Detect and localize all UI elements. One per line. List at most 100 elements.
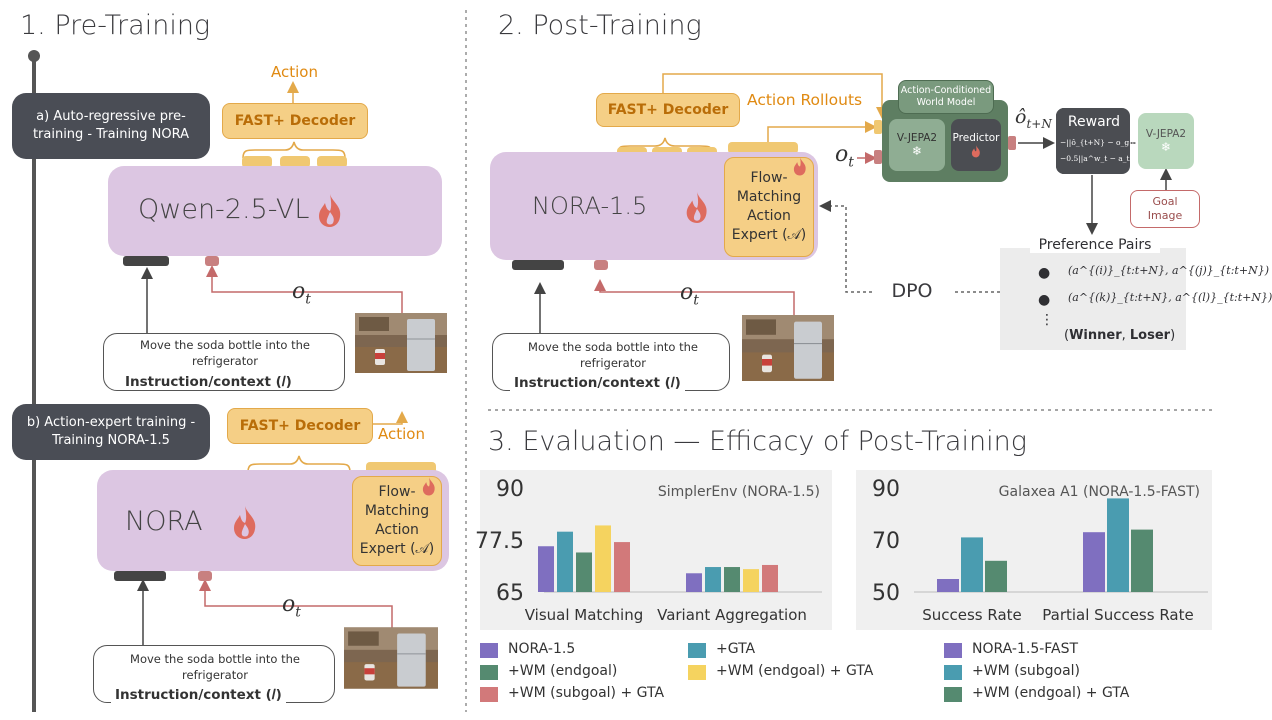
observation-image-a: [355, 313, 447, 373]
wm-action-port: [874, 120, 882, 134]
fire-icon-small: [793, 157, 806, 176]
expert-b: Flow-Matching Action Expert (𝒜): [352, 476, 442, 566]
predictor-box: Predictor: [951, 119, 1001, 171]
obs-a: ot: [292, 279, 311, 308]
fire-icon: [234, 506, 256, 539]
legend-swatch: [688, 643, 706, 658]
legend-label: +GTA: [716, 641, 756, 657]
stage-a-pill: a) Auto-regressive pre-training - Traini…: [12, 93, 210, 159]
preference-panel: [1000, 248, 1186, 350]
fire-icon-small: [422, 477, 435, 496]
token-a2: [280, 156, 310, 168]
pref-row-1: (a^{(i)}_{t:t+N}, a^{(j)}_{t:t+N}): [1068, 264, 1269, 277]
instruction-label-post: Instruction/context (𝐼): [510, 375, 685, 391]
observation-image-post: [742, 315, 834, 381]
vjepa-left-label: V-JEPA2: [896, 132, 938, 144]
connector-layer: [28, 10, 1212, 712]
fire-icon: [971, 145, 980, 158]
text-token-post: [512, 260, 564, 270]
section-title-pretraining: 1. Pre-Training: [20, 10, 211, 41]
obs-token-a: [205, 256, 219, 266]
predictor-label: Predictor: [952, 132, 1000, 144]
bar: [595, 525, 611, 592]
dpo-label: DPO: [872, 280, 952, 302]
legend-label: +WM (endgoal) + GTA: [972, 685, 1130, 701]
expert-b-label: Flow-Matching Action Expert (𝒜): [359, 484, 435, 557]
action-rollouts-label: Action Rollouts: [747, 91, 863, 109]
fast-decoder-b: FAST+ Decoder: [227, 408, 373, 444]
bar: [743, 569, 759, 592]
stage-b-label: b) Action-expert training - Training NOR…: [26, 415, 196, 448]
vjepa-right-label: V-JEPA2: [1145, 128, 1187, 140]
x-category-label: Partial Success Rate: [1042, 606, 1193, 624]
winner-loser: (Winner, Loser): [1064, 328, 1176, 343]
snowflake-icon: ❄: [1160, 140, 1172, 154]
fast-decoder-a: FAST+ Decoder: [222, 103, 368, 139]
action-b-label: Action: [378, 425, 425, 443]
legend-swatch: [480, 643, 498, 658]
stage-a-label: a) Auto-regressive pre-training - Traini…: [32, 109, 190, 142]
figure-root: 1. Pre-Training 2. Post-Training 3. Eval…: [12, 10, 1272, 712]
legend-swatch: [688, 665, 706, 680]
y-tick-label: 65: [496, 581, 524, 606]
reward-title: Reward: [1067, 114, 1121, 130]
bar: [961, 537, 983, 592]
loser-label: Loser: [1129, 328, 1171, 343]
legend-swatch: [944, 643, 962, 658]
pref-bullet-1: ●: [1038, 265, 1051, 281]
x-category-label: Visual Matching: [525, 606, 644, 624]
bar: [1131, 529, 1153, 592]
vjepa-left: V-JEPA2❄: [889, 119, 945, 171]
bar: [557, 531, 573, 592]
pref-bullet-2: ●: [1038, 292, 1051, 308]
fire-icon: [319, 194, 341, 227]
legend-swatch: [944, 687, 962, 702]
bar: [937, 579, 959, 592]
instruction-label-a: Instruction/context (𝐼): [121, 374, 296, 390]
qwen-box: Qwen-2.5-VL: [108, 166, 442, 256]
obs-b: ot: [282, 592, 301, 621]
world-model-title: Action-Conditioned World Model: [898, 80, 994, 114]
chart-title: SimplerEnv (NORA-1.5): [658, 484, 820, 500]
fast-decoder-post: FAST+ Decoder: [596, 93, 740, 127]
legend-label: NORA-1.5: [508, 641, 576, 657]
legend-swatch: [480, 665, 498, 680]
reward-term1: −||ô_{t+N} − o_g||₁: [1060, 138, 1138, 147]
instruction-text-b: Move the soda bottle into the refrigerat…: [130, 652, 300, 682]
goal-image-label: Goal Image: [1147, 195, 1183, 222]
pref-row-2: (a^{(k)}_{t:t+N}, a^{(l)}_{t:t+N}): [1068, 291, 1272, 304]
token-a1: [242, 156, 272, 168]
vjepa-right: V-JEPA2❄: [1138, 113, 1194, 169]
pred-obs: ôt+N: [1015, 106, 1052, 131]
text-token-b: [114, 571, 166, 581]
obs-post: ot: [680, 280, 699, 309]
y-tick-label: 90: [496, 477, 524, 502]
winner-label: Winner: [1069, 328, 1122, 343]
pref-ellipsis: ⋮: [1040, 312, 1054, 328]
nora15-label: NORA-1.5: [532, 192, 648, 220]
obs-token-b: [198, 571, 212, 581]
legend-swatch: [480, 687, 498, 702]
x-category-label: Variant Aggregation: [657, 606, 807, 624]
obs-input-wm: ot: [835, 142, 854, 171]
x-category-label: Success Rate: [922, 606, 1022, 624]
legend-label: +WM (subgoal) + GTA: [508, 685, 665, 701]
bar: [1107, 498, 1129, 592]
instruction-text-a: Move the soda bottle into the refrigerat…: [140, 338, 310, 368]
reward-panel: Reward −||ô_{t+N} − o_g||₁ −0.5||a^w_t −…: [1058, 108, 1138, 174]
y-tick-label: 90: [872, 477, 900, 502]
bar: [985, 560, 1007, 592]
legend-swatch: [944, 665, 962, 680]
legend-label: +WM (endgoal) + GTA: [716, 663, 874, 679]
legend-label: NORA-1.5-FAST: [972, 641, 1079, 657]
section-title-posttraining: 2. Post-Training: [498, 10, 702, 41]
instruction-text-post: Move the soda bottle into the refrigerat…: [528, 340, 698, 370]
bar: [705, 567, 721, 592]
obs-token-post: [594, 260, 608, 270]
token-p4: [728, 142, 798, 154]
observation-image-b: [344, 627, 438, 689]
bar: [1083, 532, 1105, 592]
